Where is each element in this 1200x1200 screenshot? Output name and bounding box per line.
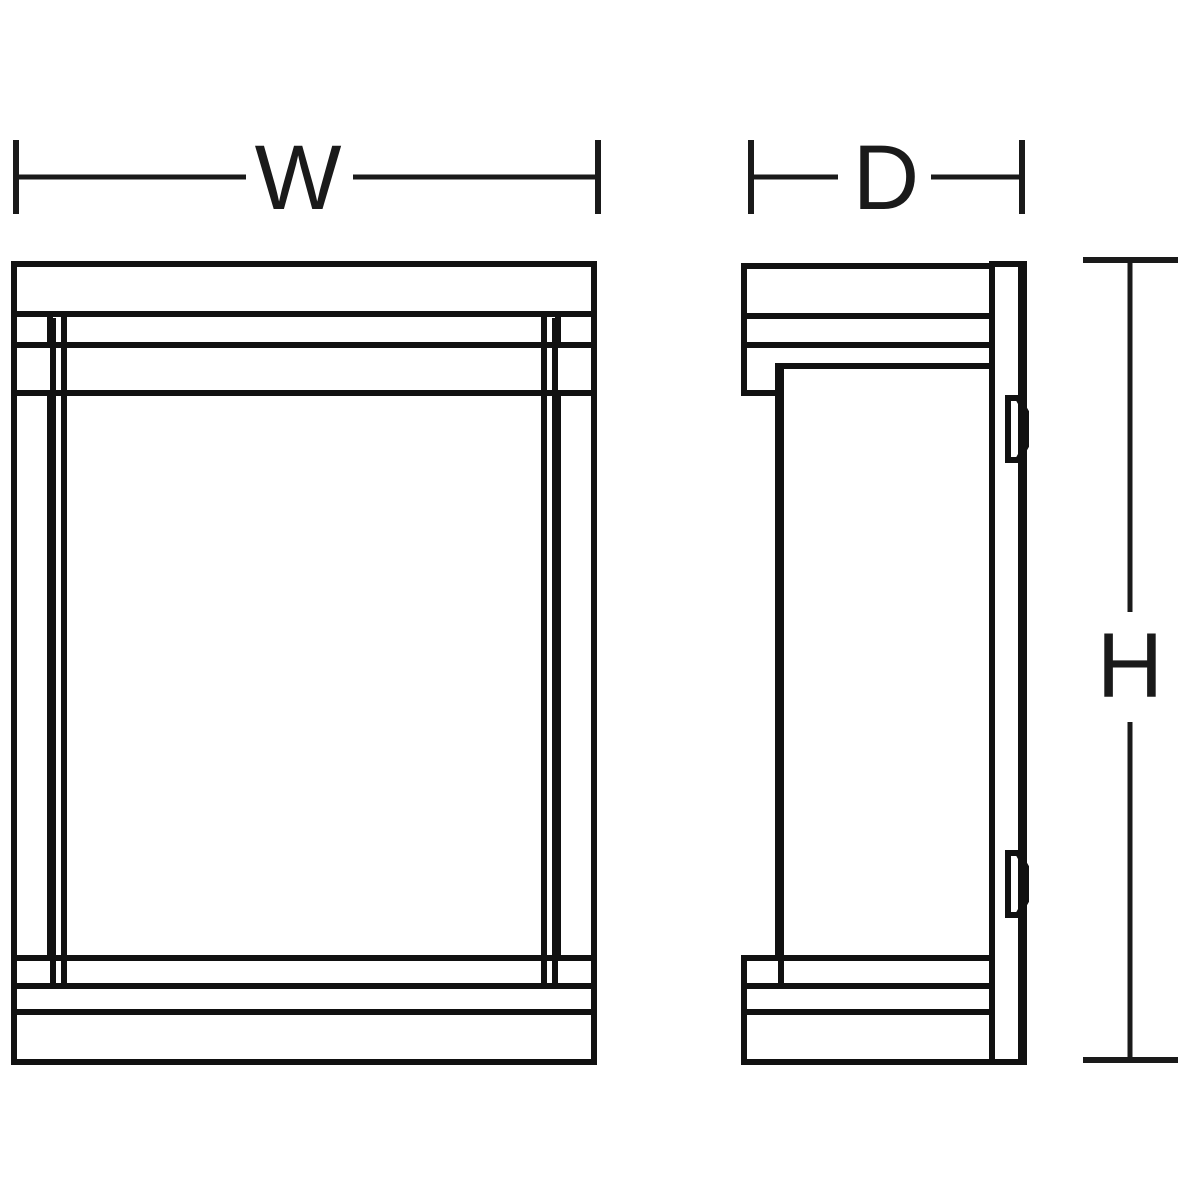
front-view [11,261,597,1065]
front-upper-cross-band [11,342,597,396]
front-outer-silhouette [11,261,597,1065]
width-label: W [255,127,342,229]
side-top-cap-upper [741,263,997,319]
side-bottom-cap-lower [741,1009,997,1065]
height-label: H [1097,615,1163,717]
front-diffuser-panel [47,363,561,989]
dimension-height: H [1083,257,1178,1063]
front-bottom-cap-outer [11,1009,597,1065]
depth-label: D [853,127,919,229]
side-body [775,363,997,989]
side-view [741,261,1029,1065]
front-top-cap-outer [11,261,597,317]
dimension-depth: D [748,127,1025,229]
dimension-width: W [13,127,601,229]
